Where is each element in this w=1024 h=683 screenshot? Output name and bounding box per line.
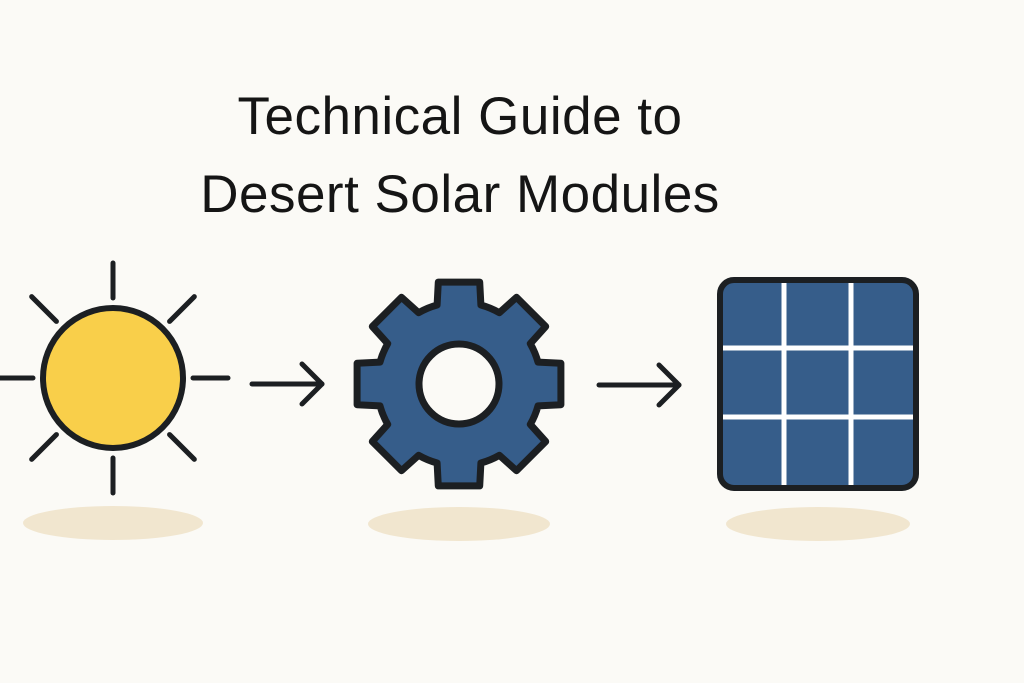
sun-ray xyxy=(29,432,59,462)
gear-icon xyxy=(353,278,565,490)
sun-rays xyxy=(0,260,231,496)
arrow-right-icon xyxy=(249,361,325,407)
sun-shadow xyxy=(23,506,203,540)
sun-ray xyxy=(29,294,59,324)
panel-shadow xyxy=(726,507,910,541)
solar-panel-icon xyxy=(717,277,919,491)
gear-shadow xyxy=(368,507,550,541)
title-line-1: Technical Guide to xyxy=(237,87,683,146)
sun-ray xyxy=(167,432,197,462)
sun-ray xyxy=(167,294,197,324)
arrow-right-icon xyxy=(596,362,682,408)
sun-icon xyxy=(0,260,231,496)
diagram-title: Technical Guide to Desert Solar Modules xyxy=(90,78,830,234)
title-line-2: Desert Solar Modules xyxy=(200,165,720,224)
